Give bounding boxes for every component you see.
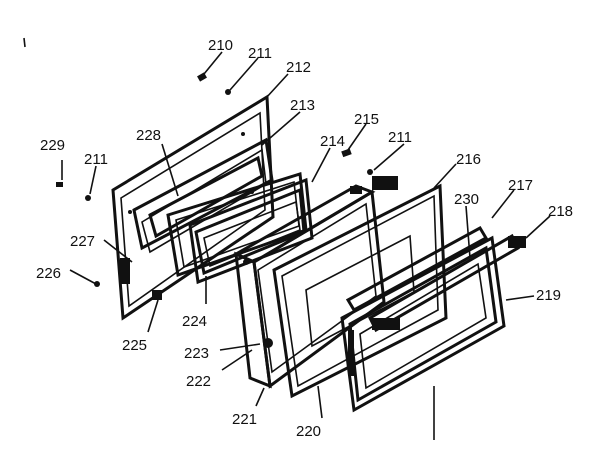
label-222: 222	[186, 373, 211, 390]
label-216: 216	[456, 151, 481, 168]
label-213: 213	[290, 97, 315, 114]
label-211-mid: 211	[388, 129, 412, 146]
stray-mark	[23, 37, 26, 48]
hardware-screws	[56, 72, 373, 300]
label-219: 219	[536, 287, 561, 304]
label-220: 220	[296, 423, 321, 440]
label-230: 230	[454, 191, 479, 208]
label-215: 215	[354, 111, 379, 128]
leader-lines	[61, 51, 551, 440]
label-210: 210	[208, 37, 233, 54]
label-221: 221	[232, 411, 257, 428]
label-225: 225	[122, 337, 147, 354]
part-214-insulation	[232, 184, 386, 389]
label-224: 224	[182, 313, 207, 330]
label-227: 227	[70, 233, 95, 250]
label-217: 217	[508, 177, 533, 194]
label-211-top: 211	[248, 45, 272, 62]
label-211-left: 211	[84, 151, 108, 168]
label-218: 218	[548, 203, 573, 220]
label-223: 223	[184, 345, 209, 362]
label-228: 228	[136, 127, 161, 144]
label-214: 214	[320, 133, 345, 150]
label-212: 212	[286, 59, 311, 76]
callout-labels: 210 211 212 213 214 215 211 216 217 218 …	[36, 37, 573, 440]
part-230-handle	[345, 225, 526, 333]
part-219-trim-frame	[340, 235, 506, 413]
part-216-outer-panel	[272, 176, 448, 399]
label-229: 229	[40, 137, 65, 154]
label-226: 226	[36, 265, 61, 282]
